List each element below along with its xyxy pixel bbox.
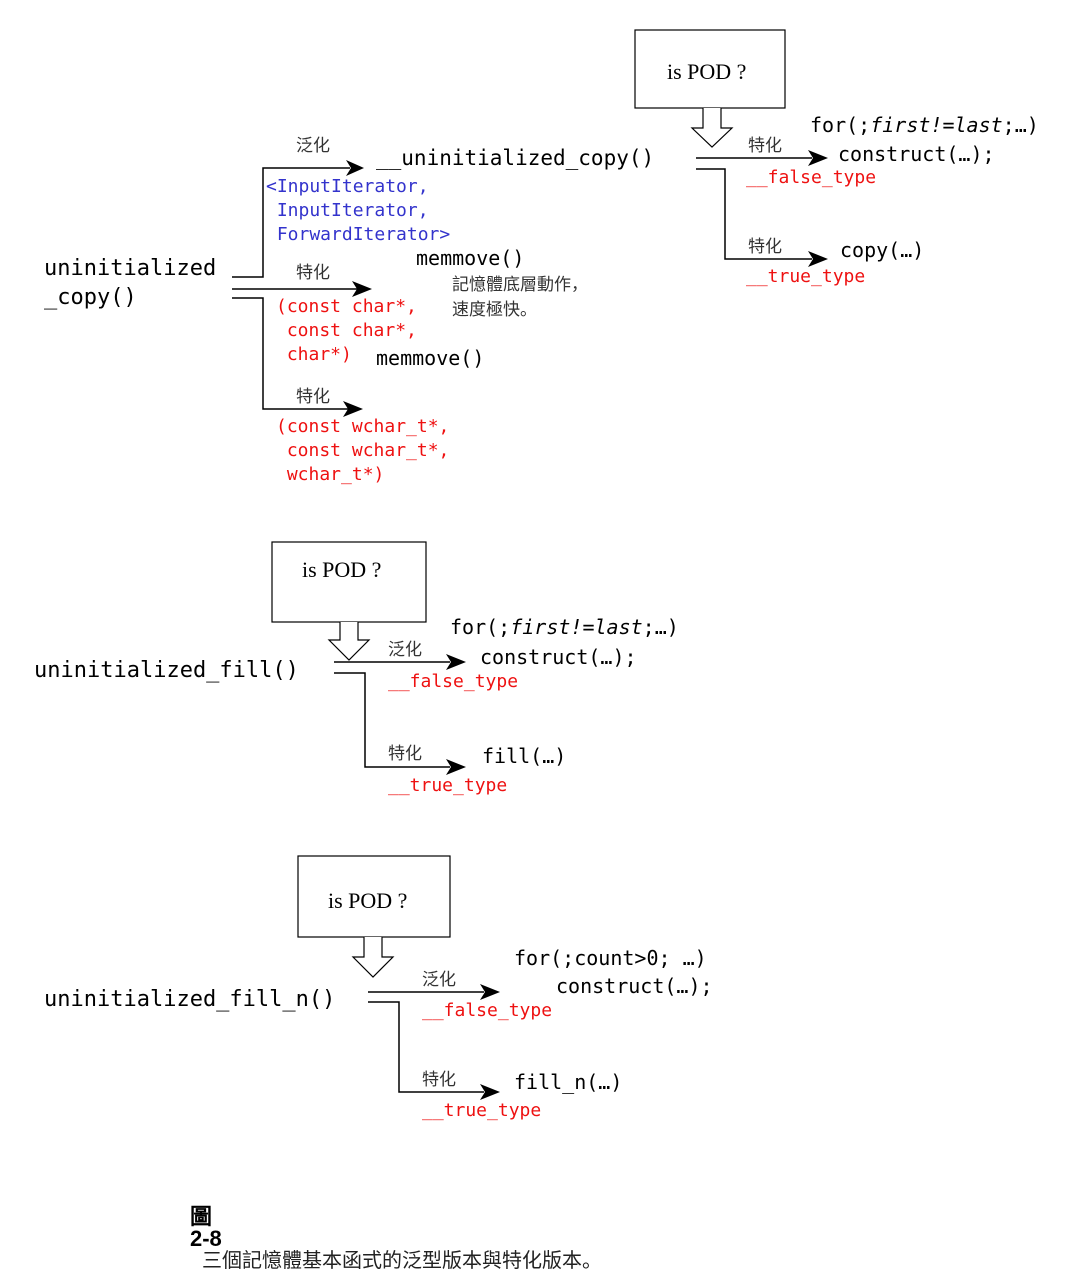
false-label-1: 特化: [748, 136, 782, 156]
loop-suffix: ;…): [642, 615, 679, 639]
figure-caption: 圖 2-8 三個記憶體基本函式的泛型版本與特化版本。: [182, 1190, 602, 1271]
diagram1-connectors: [232, 29, 828, 417]
hollow-down-arrow-2: [327, 622, 371, 661]
false-loop-1: for(;first!=last;…): [810, 115, 1039, 135]
false-body-3: construct(…);: [556, 974, 713, 998]
false-label-3: 泛化: [422, 970, 456, 990]
arrow-head-false-3: [480, 984, 500, 1000]
loop-condition: first!=last: [510, 615, 643, 639]
generic-label: 泛化: [296, 136, 330, 156]
char-param-1: (const char*,: [276, 296, 417, 317]
true-label-2: 特化: [388, 744, 422, 764]
false-type-3: __false_type: [422, 1000, 553, 1021]
root-function-line1: uninitialized: [44, 256, 217, 281]
diagram3-connectors: [297, 855, 500, 1100]
arrow-head-false-2: [446, 654, 466, 670]
false-body-1: construct(…);: [838, 142, 995, 166]
char-target: memmove(): [416, 246, 525, 270]
loop-prefix: for(;: [450, 615, 511, 639]
true-label-3: 特化: [422, 1070, 456, 1090]
false-loop-3: for(;count>0; …): [514, 946, 707, 970]
wchar-target: memmove(): [376, 346, 485, 370]
root-function-2: uninitialized_fill(): [34, 658, 299, 683]
true-connector-3: [368, 1001, 484, 1093]
false-body-2: construct(…);: [480, 645, 637, 669]
decision-text-1: is POD ?: [667, 59, 747, 84]
decision-text-3: is POD ?: [328, 888, 408, 913]
false-label-2: 泛化: [388, 640, 422, 660]
memmove-note-line2: 速度極快。: [452, 300, 537, 320]
arrow-head-true-3: [480, 1084, 500, 1100]
true-target-2: fill(…): [482, 744, 567, 768]
arrow-head-wchar: [343, 401, 363, 417]
arrow-head-true-1: [808, 251, 828, 267]
char-specialization-label: 特化: [296, 263, 330, 283]
true-target-3: fill_n(…): [514, 1070, 623, 1094]
wchar-param-1: (const wchar_t*,: [276, 416, 450, 437]
char-param-3: char*): [276, 344, 352, 365]
true-connector-2: [334, 672, 450, 768]
hollow-down-arrow-1: [690, 108, 734, 148]
generic-connector: [232, 167, 350, 278]
true-connector-1: [696, 168, 812, 260]
true-target-1: copy(…): [840, 238, 925, 262]
arrow-head-char: [352, 281, 372, 297]
caption-prefix: 圖: [190, 1204, 213, 1229]
generic-param-1: <InputIterator,: [266, 176, 429, 197]
false-type-1: __false_type: [746, 167, 877, 188]
decision-text-2: is POD ?: [302, 557, 382, 582]
arrow-head-generic: [346, 160, 364, 176]
wchar-connector: [232, 297, 348, 410]
hollow-down-arrow-3: [351, 937, 395, 978]
true-type-1: __true_type: [746, 266, 866, 287]
true-type-2: __true_type: [388, 775, 508, 796]
memmove-note-line1: 記憶體底層動作，: [452, 275, 588, 295]
generic-target: __uninitialized_copy(): [376, 146, 655, 170]
diagram2-connectors: [271, 541, 466, 775]
decision-box-2: [271, 541, 427, 623]
arrow-head-false-1: [808, 150, 828, 166]
generic-param-3: ForwardIterator>: [266, 224, 451, 245]
diagram-lines: [232, 29, 828, 1100]
false-loop-2: for(;first!=last;…): [450, 617, 679, 637]
root-function-line2: _copy(): [44, 285, 137, 310]
wchar-param-3: wchar_t*): [276, 464, 385, 485]
char-param-2: const char*,: [276, 320, 417, 341]
wchar-specialization-label: 特化: [296, 387, 330, 407]
wchar-param-2: const wchar_t*,: [276, 440, 450, 461]
loop-condition: first!=last: [870, 113, 1003, 137]
loop-suffix: ;…): [1002, 113, 1039, 137]
root-function-3: uninitialized_fill_n(): [44, 987, 336, 1012]
true-label-1: 特化: [748, 237, 782, 257]
arrow-head-true-2: [446, 759, 466, 775]
generic-param-2: InputIterator,: [266, 200, 429, 221]
true-type-3: __true_type: [422, 1100, 542, 1121]
caption-text: 三個記憶體基本函式的泛型版本與特化版本。: [202, 1248, 602, 1272]
false-type-2: __false_type: [388, 671, 519, 692]
loop-prefix: for(;: [810, 113, 871, 137]
